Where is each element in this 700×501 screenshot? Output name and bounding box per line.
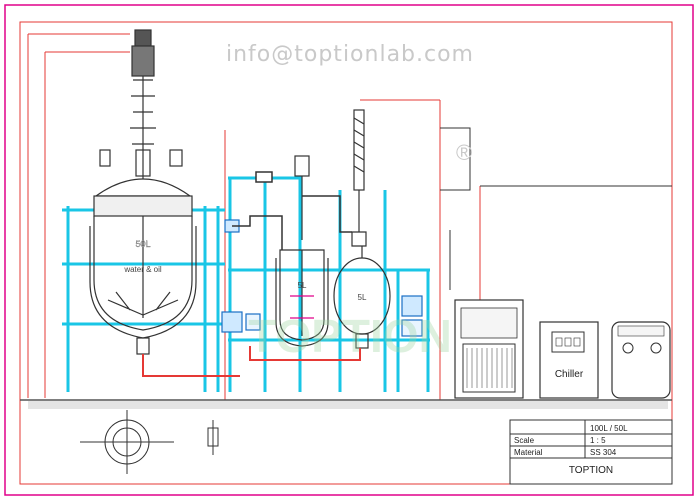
receiving-flask [333, 246, 391, 349]
title-row-3-label: Material [514, 448, 543, 457]
detail-top-view [80, 410, 174, 474]
inner-frame [19, 21, 673, 485]
heater-circulator [454, 299, 524, 399]
background-wall [440, 127, 672, 290]
ground [20, 399, 672, 409]
logo-watermark: TOPTION [248, 310, 452, 362]
title-row-3-value: SS 304 [590, 448, 617, 457]
main-vessel-volume: 50L [135, 239, 150, 249]
distillation-column [351, 109, 367, 247]
small-reactor [275, 155, 329, 347]
vacuum-pump [611, 321, 671, 399]
title-block-frame [509, 419, 673, 485]
email-watermark: info@toptionlab.com [226, 42, 474, 67]
detail-valve [207, 420, 219, 455]
flask-volume: 5L [358, 293, 367, 302]
registered-mark: ® [456, 140, 472, 165]
process-piping [142, 346, 361, 377]
pumps [221, 219, 423, 337]
upper-piping [232, 171, 352, 250]
title-block-company: TOPTION [569, 465, 613, 476]
title-row-2-label: Scale [514, 436, 535, 445]
chiller-label: Chiller [555, 369, 584, 380]
outer-frame [4, 4, 694, 496]
small-reactor-volume: 5L [298, 281, 307, 290]
chiller-unit [539, 321, 599, 399]
main-vessel-note: water & oil [123, 265, 162, 274]
title-row-1-value: 100L / 50L [590, 424, 628, 433]
title-row-2-value: 1 : 5 [590, 436, 606, 445]
main-reactor [89, 29, 197, 355]
